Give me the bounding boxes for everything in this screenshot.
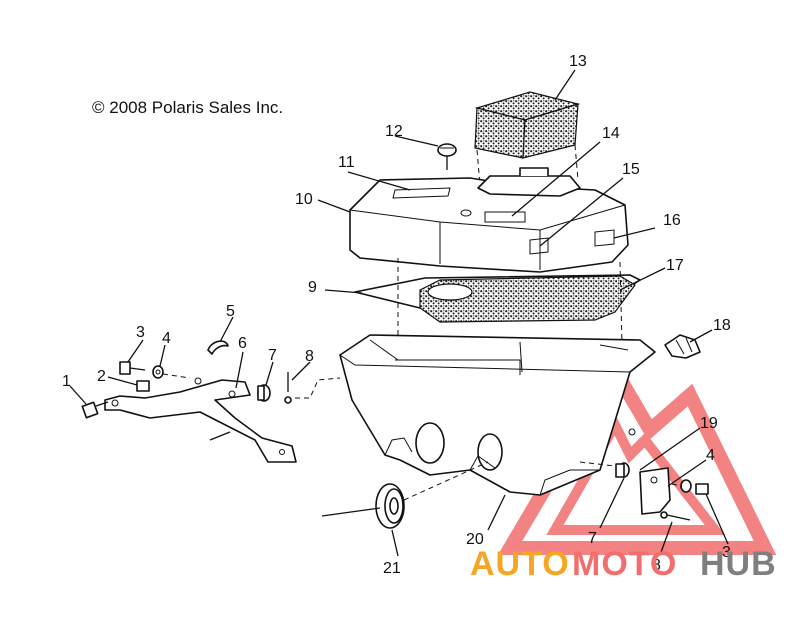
bolt-part-3-right bbox=[695, 483, 709, 495]
callout-18: 18 bbox=[713, 317, 731, 334]
callout-11: 11 bbox=[338, 154, 355, 171]
callout-21: 21 bbox=[383, 560, 401, 577]
callout-8-right: 8 bbox=[652, 557, 661, 574]
callout-6: 6 bbox=[238, 335, 247, 352]
bracket-part-6 bbox=[104, 377, 297, 463]
callout-5: 5 bbox=[226, 303, 235, 320]
callout-3-right: 3 bbox=[722, 544, 731, 561]
screw-part-8 bbox=[284, 372, 292, 404]
callout-4: 4 bbox=[162, 330, 171, 347]
washer-part-4-right bbox=[680, 479, 692, 493]
callout-12: 12 bbox=[385, 123, 403, 140]
callout-8: 8 bbox=[305, 348, 314, 365]
callout-3: 3 bbox=[136, 324, 145, 341]
bolt-part-1 bbox=[81, 401, 109, 419]
callout-1: 1 bbox=[62, 373, 71, 390]
watermark-moto: MOTO bbox=[572, 545, 677, 583]
callout-15: 15 bbox=[622, 161, 640, 178]
watermark-text: AUTO MOTO HUB bbox=[470, 545, 777, 583]
screw-part-8-right bbox=[660, 511, 691, 521]
foam-block-part-13 bbox=[474, 91, 581, 159]
airbox-lid-part-10 bbox=[349, 167, 629, 273]
nut-part-2 bbox=[136, 380, 150, 392]
grommet-part-7-right bbox=[615, 462, 630, 478]
bracket-part-19 bbox=[639, 467, 671, 515]
copyright-text: © 2008 Polaris Sales Inc. bbox=[92, 98, 283, 117]
callout-9: 9 bbox=[308, 279, 317, 296]
grommet-part-21 bbox=[321, 461, 489, 529]
callout-10: 10 bbox=[295, 191, 313, 208]
knob-part-12 bbox=[437, 143, 457, 170]
watermark-auto: AUTO bbox=[470, 545, 570, 583]
leader-lines bbox=[69, 69, 729, 557]
filter-part-17 bbox=[419, 275, 636, 323]
clip-part-5 bbox=[207, 340, 229, 355]
callout-20: 20 bbox=[466, 531, 484, 548]
callout-13: 13 bbox=[569, 53, 587, 70]
guide-lines-lid bbox=[397, 258, 623, 346]
callout-2: 2 bbox=[97, 368, 106, 385]
callout-16: 16 bbox=[663, 212, 681, 229]
washer-part-4 bbox=[152, 365, 191, 379]
callout-4-right: 4 bbox=[706, 447, 715, 464]
callout-14: 14 bbox=[602, 125, 620, 142]
callout-7: 7 bbox=[268, 347, 277, 364]
watermark-hub: HUB bbox=[700, 545, 777, 583]
clamp-part-18 bbox=[664, 334, 701, 359]
callout-19: 19 bbox=[700, 415, 718, 432]
grommet-part-7 bbox=[257, 384, 271, 402]
guide-line-bracket bbox=[295, 377, 341, 399]
callout-7-right: 7 bbox=[588, 530, 597, 547]
airbox-part-20 bbox=[339, 334, 656, 496]
guide-lines-right bbox=[579, 461, 683, 487]
callout-17: 17 bbox=[666, 257, 684, 274]
bolt-part-3 bbox=[119, 361, 146, 375]
